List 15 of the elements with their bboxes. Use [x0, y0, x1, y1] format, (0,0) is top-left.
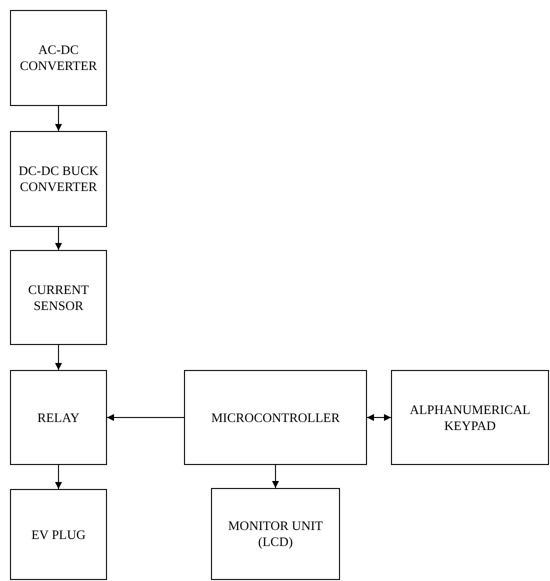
arrow — [55, 464, 62, 490]
process-box: ALPHANUMERICAL KEYPAD — [391, 370, 549, 465]
process-box: DC-DC BUCK CONVERTER — [10, 131, 107, 227]
process-box: AC-DC CONVERTER — [10, 10, 107, 106]
process-box: MONITOR UNIT (LCD) — [211, 488, 340, 580]
arrow — [55, 106, 62, 132]
arrow — [272, 464, 279, 488]
process-box: MICROCONTROLLER — [184, 370, 367, 465]
arrow — [106, 414, 184, 421]
arrow — [55, 344, 62, 370]
arrow — [366, 414, 392, 421]
process-box: EV PLUG — [10, 489, 107, 580]
process-box: CURRENT SENSOR — [10, 250, 107, 345]
arrow — [55, 226, 62, 250]
process-box: RELAY — [10, 370, 107, 465]
